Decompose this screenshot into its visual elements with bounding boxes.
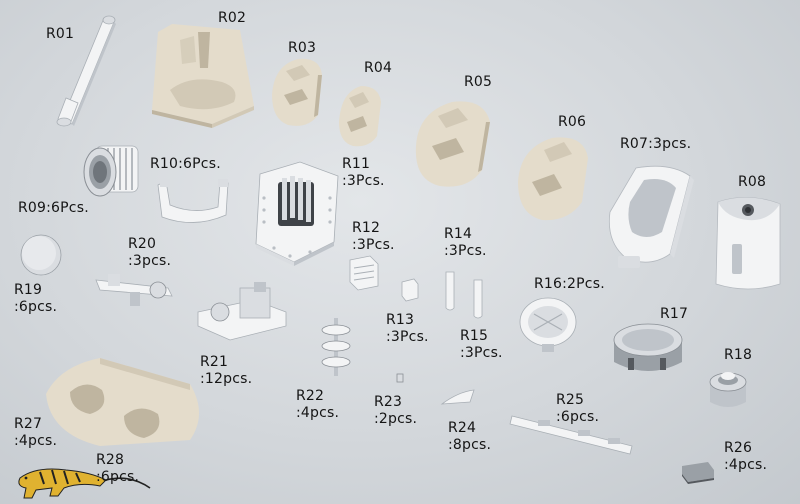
label-r17: R17	[660, 306, 689, 322]
part-r24-fin	[440, 389, 475, 405]
part-r18-spool	[709, 372, 747, 407]
part-r14-pin	[445, 271, 455, 311]
part-r25-strip	[509, 415, 633, 455]
part-r23-tiny	[396, 373, 404, 383]
label-r13: R13 :3Pcs.	[386, 312, 429, 345]
label-r23: R23 :2pcs.	[374, 394, 418, 427]
label-r21: R21 :12pcs.	[200, 354, 253, 387]
label-r04: R04	[364, 60, 393, 76]
label-r20: R20 :3pcs.	[128, 236, 172, 269]
part-r11-housing	[255, 161, 339, 266]
part-r02-plate	[152, 24, 254, 128]
label-r27: R27 :4pcs.	[14, 416, 58, 449]
label-r28: R28 :6pcs.	[96, 452, 140, 485]
part-r22-shaft	[321, 318, 351, 376]
part-r16-lid	[519, 297, 577, 352]
label-r18: R18	[724, 347, 753, 363]
part-r06	[518, 137, 588, 221]
part-r13-block	[401, 278, 419, 302]
label-r14: R14 :3Pcs.	[444, 226, 487, 259]
part-r10-bracket	[157, 179, 229, 223]
part-r09-cylinder	[83, 145, 139, 197]
label-r05: R05	[464, 74, 493, 90]
label-r10: R10:6Pcs.	[150, 156, 221, 172]
label-r01: R01	[46, 26, 75, 42]
part-r08-block	[715, 197, 781, 290]
label-r12: R12 :3Pcs.	[352, 220, 395, 253]
part-r04	[339, 86, 381, 147]
label-r03: R03	[288, 40, 317, 56]
label-r08: R08	[738, 174, 767, 190]
part-r07-tray	[608, 165, 694, 268]
label-r15: R15 :3Pcs.	[460, 328, 503, 361]
label-r24: R24 :8pcs.	[448, 420, 492, 453]
label-r16: R16:2Pcs.	[534, 276, 605, 292]
part-r12-box	[349, 255, 379, 291]
part-r19-disc	[20, 234, 62, 276]
label-r09: R09:6Pcs.	[18, 200, 89, 216]
part-r15-pin	[473, 279, 483, 319]
label-r26: R26 :4pcs.	[724, 440, 768, 473]
label-r22: R22 :4pcs.	[296, 388, 340, 421]
label-r19: R19 :6pcs.	[14, 282, 58, 315]
tiger-logo-icon	[18, 468, 151, 499]
part-r01-rod	[56, 15, 116, 127]
label-r02: R02	[218, 10, 247, 26]
label-r25: R25 :6pcs.	[556, 392, 600, 425]
label-r11: R11 :3Pcs.	[342, 156, 385, 189]
part-r05	[415, 101, 490, 187]
part-r27-casting	[46, 358, 199, 446]
part-r20-bar	[95, 274, 173, 306]
part-r17-cover	[613, 323, 683, 371]
label-r07: R07:3pcs.	[620, 136, 692, 152]
label-r06: R06	[558, 114, 587, 130]
part-r03	[272, 58, 322, 126]
part-r26-block	[682, 462, 714, 484]
part-r21-engine	[197, 282, 287, 341]
